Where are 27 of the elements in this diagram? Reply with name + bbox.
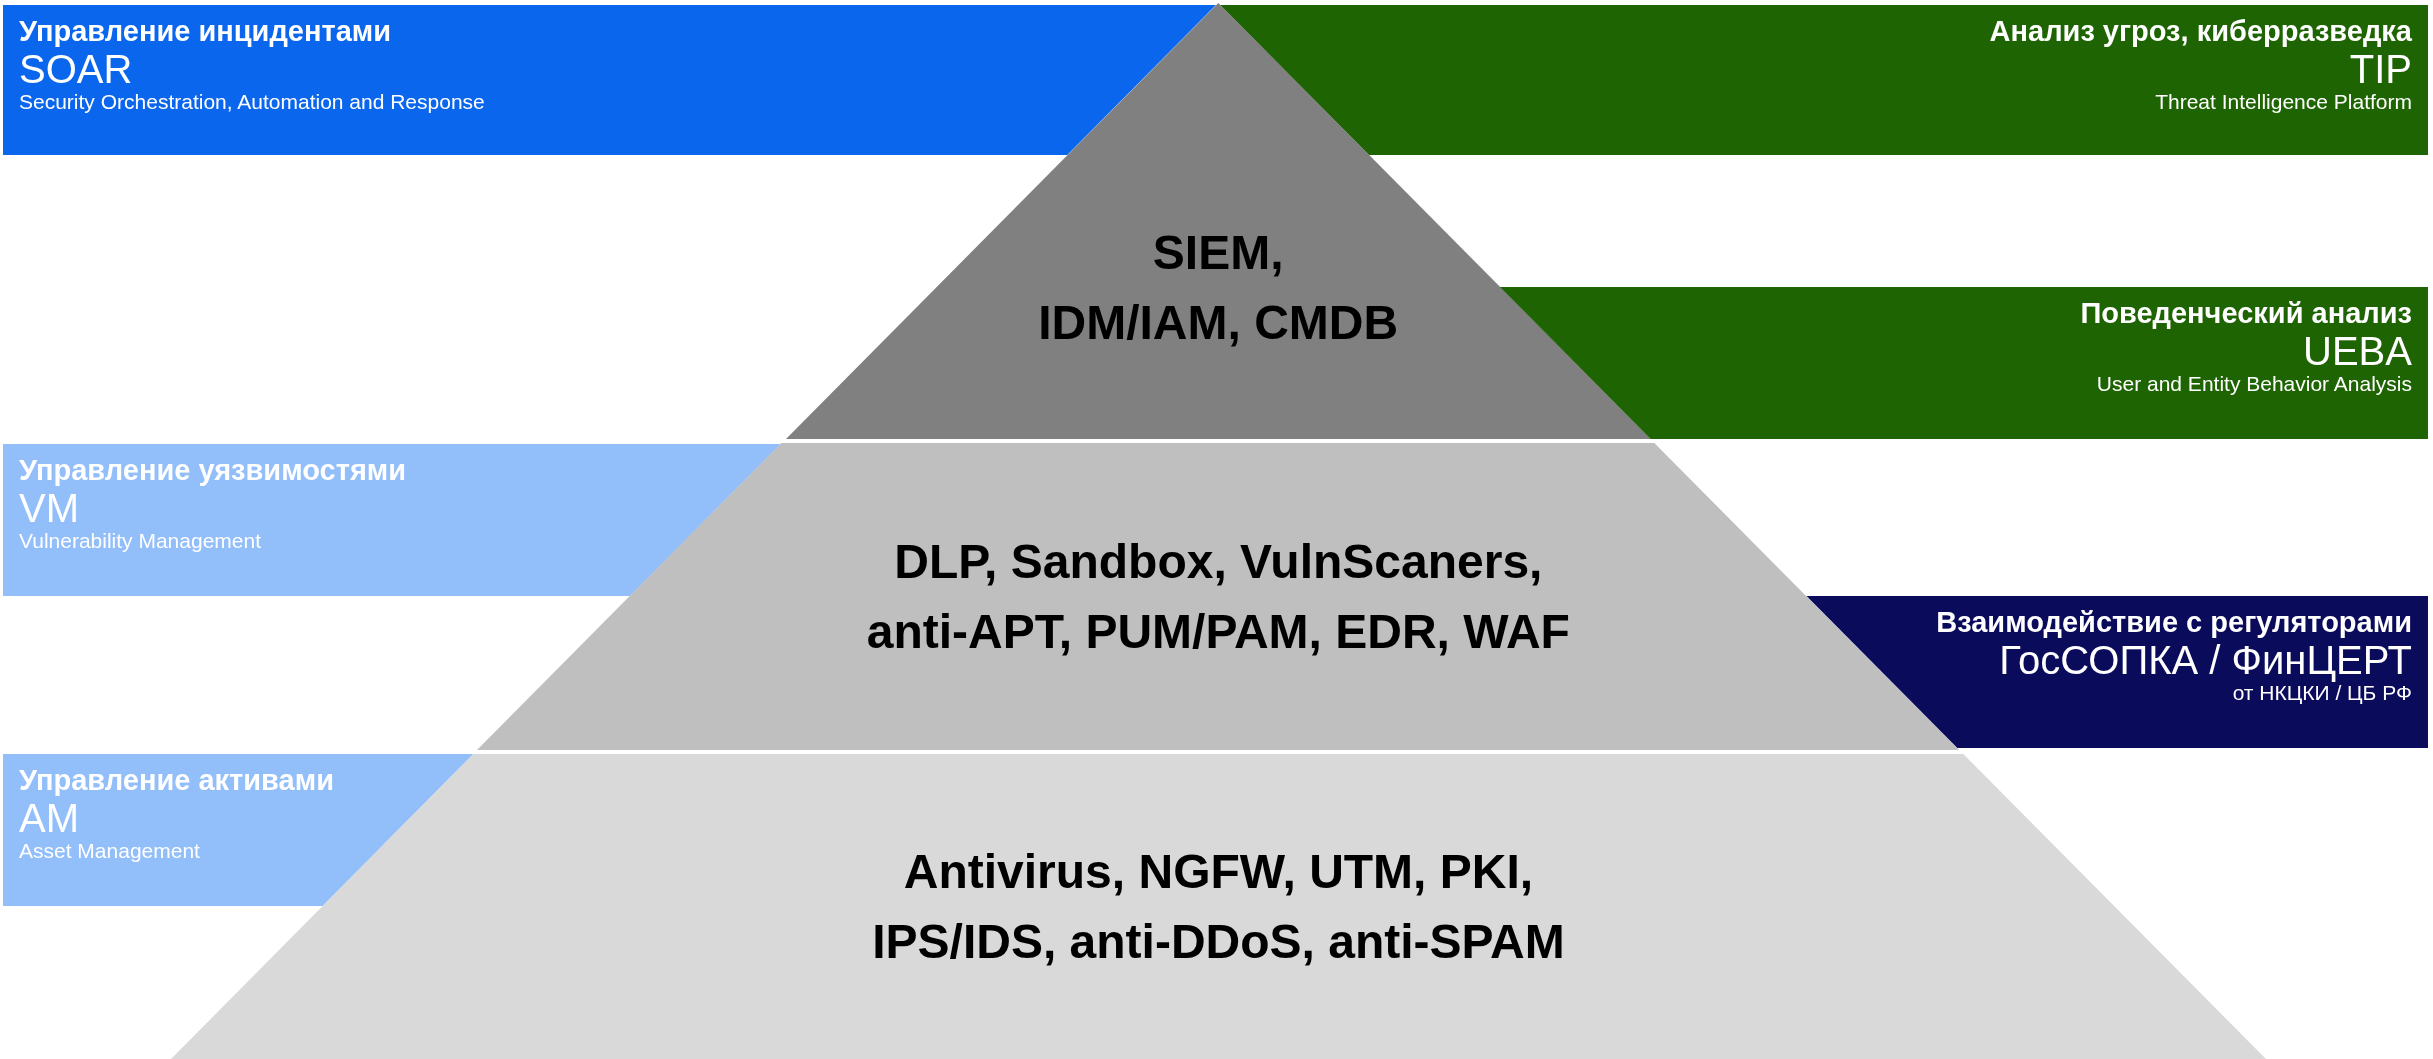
pyramid-tier <box>785 3 1651 439</box>
band-subtitle: Security Orchestration, Automation and Response <box>19 90 485 115</box>
band-acronym: ГосСОПКА / ФинЦЕРТ <box>1999 639 2412 682</box>
band-heading: Управление инцидентами <box>19 15 392 49</box>
band-subtitle: от НКЦКИ / ЦБ РФ <box>2232 681 2412 706</box>
category-band <box>3 5 1216 155</box>
band-acronym: TIP <box>2349 48 2412 91</box>
band-heading: Взаимодействие с регуляторами <box>1936 606 2412 640</box>
band-heading: Управление уязвимостями <box>19 454 407 488</box>
tier-text: Antivirus, NGFW, UTM, PKI, IPS/IDS, anti-DDoS, anti-SPAM <box>871 843 1566 970</box>
band-acronym: UEBA <box>2303 330 2412 373</box>
band-heading: Анализ угроз, киберразведка <box>1989 15 2412 49</box>
band-subtitle: Asset Management <box>19 839 200 864</box>
category-band <box>1220 5 2428 155</box>
band-subtitle: Threat Intelligence Platform <box>2155 90 2412 115</box>
band-heading: Управление активами <box>19 764 334 798</box>
band-subtitle: Vulnerability Management <box>19 529 262 554</box>
category-band <box>1499 287 2428 439</box>
band-acronym: SOAR <box>19 48 133 91</box>
band-acronym: AM <box>19 797 79 840</box>
tier-text: SIEM, <box>1152 225 1284 281</box>
tier-text: IDM/IAM, CMDB <box>1038 294 1399 351</box>
band-heading: Поведенческий анализ <box>2080 297 2412 331</box>
band-subtitle: User and Entity Behavior Analysis <box>2096 372 2412 397</box>
band-acronym: VM <box>19 487 79 530</box>
category-band <box>3 444 781 596</box>
tier-text: DLP, Sandbox, VulnScaners, anti-APT, PUM/PAM, EDR, WAF <box>865 533 1571 660</box>
